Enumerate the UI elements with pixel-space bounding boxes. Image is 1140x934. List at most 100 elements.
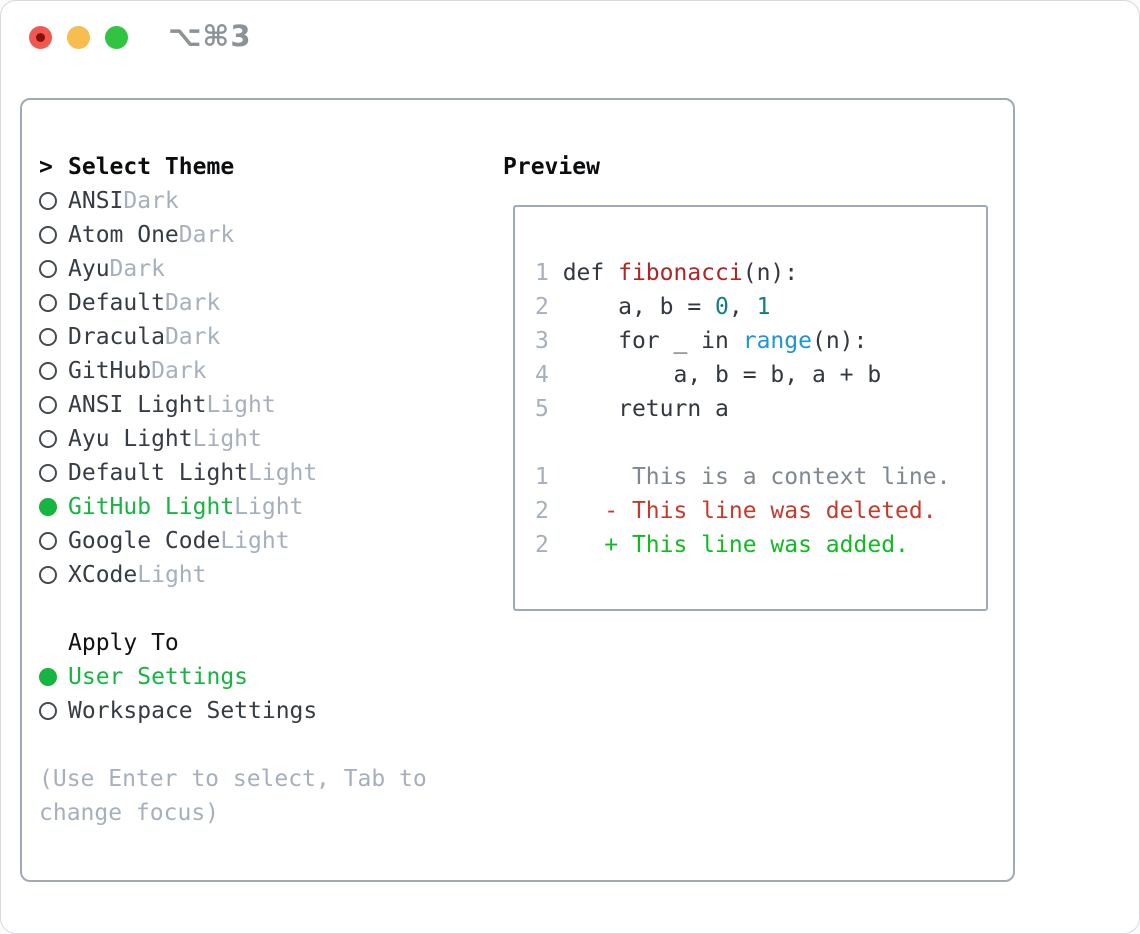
theme-option-google-code[interactable]: Google Code Light [39,524,427,558]
code-line: 2 a, b = 0, 1 [535,290,950,324]
line-number: 4 [535,362,563,388]
theme-variant: Dark [178,222,235,248]
radio-unselected-icon [39,532,57,550]
radio-unselected-icon [39,294,57,312]
radio-unselected-icon [39,396,57,414]
code-token: (n): [742,260,799,286]
radio-unselected-icon [39,702,57,720]
code-line: 5 return a [535,392,950,426]
close-button[interactable] [29,26,52,49]
theme-option-default[interactable]: Default Dark [39,286,427,320]
theme-variant: Light [220,528,290,554]
radio-selected-icon [39,498,57,516]
line-number: 2 [535,294,563,320]
help-text: (Use Enter to select, Tab to [39,766,427,792]
diff-line-added: 2 + This line was added. [535,528,950,562]
theme-list-title: Select Theme [68,154,235,180]
theme-name: GitHub [68,358,152,384]
theme-option-dracula[interactable]: Dracula Dark [39,320,427,354]
theme-variant: Light [248,460,318,486]
apply-to-title: Apply To [68,630,179,656]
theme-variant: Light [234,494,304,520]
theme-name: Dracula [68,324,165,350]
theme-name: Ayu [68,256,110,282]
line-number: 2 [535,532,563,558]
radio-unselected-icon [39,362,57,380]
theme-variant: Light [192,426,262,452]
theme-variant: Dark [164,324,221,350]
theme-option-xcode[interactable]: XCode Light [39,558,427,592]
line-number: 2 [535,498,563,524]
code-token: for _ in [562,328,743,354]
minimize-button[interactable] [67,26,90,49]
theme-variant: Dark [109,256,165,282]
theme-variant: Dark [164,290,221,316]
radio-unselected-icon [39,566,57,584]
theme-option-ansi-light[interactable]: ANSI Light Light [39,388,427,422]
theme-name: Default [68,290,165,316]
apply-option-user-settings[interactable]: User Settings [39,660,427,694]
code-line: 4 a, b = b, a + b [535,358,950,392]
theme-variant: Light [137,562,207,588]
radio-unselected-icon [39,260,57,278]
help-text: change focus) [39,800,220,826]
line-number: 1 [535,464,563,490]
theme-name: Ayu Light [68,426,193,452]
preview-header: Preview [503,154,600,180]
apply-option-label: Workspace Settings [68,698,318,724]
code-line: 1 def fibonacci(n): [535,256,950,290]
diff-text: - This line was deleted. [562,498,937,524]
theme-option-default-light[interactable]: Default Light Light [39,456,427,490]
code-line: 3 for _ in range(n): [535,324,950,358]
zoom-button[interactable] [105,26,128,49]
theme-name: ANSI [68,188,124,214]
theme-name: ANSI Light [68,392,207,418]
theme-option-github[interactable]: GitHub Dark [39,354,427,388]
code-token: a, b = [562,294,716,320]
code-token: fibonacci [618,260,743,286]
apply-option-label: User Settings [68,664,249,690]
code-token: range [742,328,812,354]
line-number: 5 [535,396,563,422]
help-text-line: (Use Enter to select, Tab to [39,762,427,796]
close-button-dot-icon [36,33,45,42]
line-number: 1 [535,260,563,286]
theme-option-atom-one[interactable]: Atom One Dark [39,218,427,252]
apply-option-workspace-settings[interactable]: Workspace Settings [39,694,427,728]
diff-line-deleted: 2 - This line was deleted. [535,494,950,528]
window-title: ⌥⌘3 [168,19,252,53]
theme-variant: Dark [123,188,179,214]
code-token: (n): [811,328,868,354]
theme-option-github-light[interactable]: GitHub Light Light [39,490,427,524]
help-text-line: change focus) [39,796,427,830]
radio-unselected-icon [39,464,57,482]
apply-to-header-row: Apply To [39,626,427,660]
theme-option-ayu[interactable]: Ayu Dark [39,252,427,286]
titlebar: ⌥⌘3 [1,1,1139,77]
theme-option-ayu-light[interactable]: Ayu Light Light [39,422,427,456]
theme-name: XCode [68,562,138,588]
theme-name: Google Code [68,528,221,554]
line-number: 3 [535,328,563,354]
theme-option-ansi[interactable]: ANSI Dark [39,184,427,218]
code-token: a, b = b, a + b [562,362,882,388]
theme-name: Default Light [68,460,249,486]
diff-text: + This line was added. [562,532,909,558]
spacer-row [39,592,427,626]
code-token: def [562,260,619,286]
theme-list-header-row: > Select Theme [39,150,427,184]
theme-name: Atom One [68,222,179,248]
radio-unselected-icon [39,192,57,210]
theme-variant: Dark [151,358,207,384]
code-token: 0 [715,294,729,320]
radio-selected-icon [39,668,57,686]
cursor-icon: > [39,154,53,180]
code-token: return a [562,396,729,422]
spacer-row [39,728,427,762]
